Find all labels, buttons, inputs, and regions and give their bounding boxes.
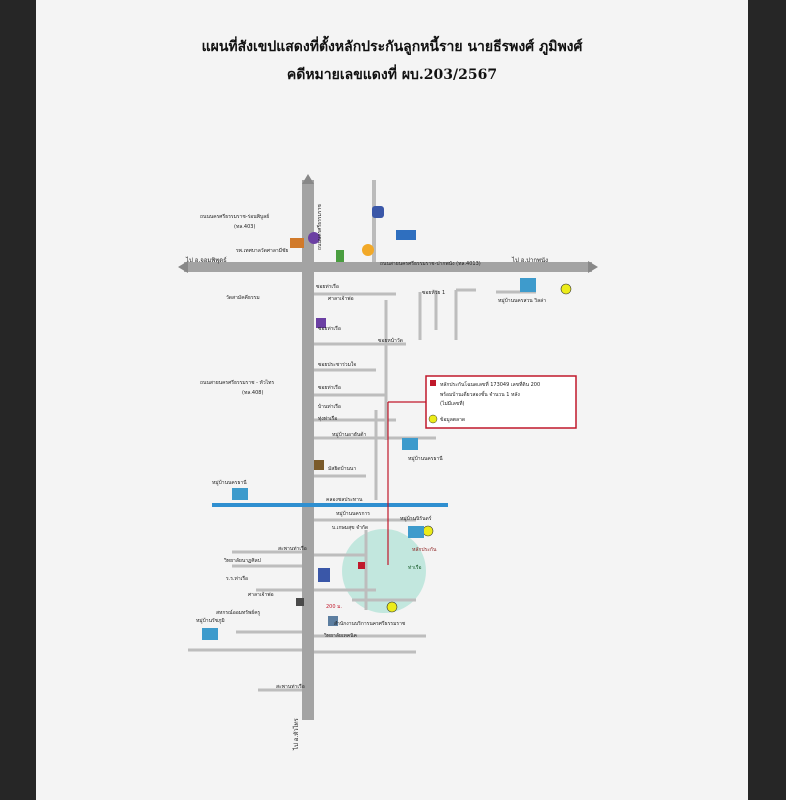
north-road bbox=[372, 180, 376, 262]
road-left-destination: ไป อ.จอมพิพุดธ์ bbox=[185, 256, 227, 264]
temple-icon bbox=[308, 232, 320, 244]
landmark-mosque: มัสยิดบ้านนา bbox=[328, 465, 356, 472]
place-lak: ร.ร.ท่าเรือ bbox=[226, 575, 248, 582]
road-top-label: ถนนนครศรีธรรมราช bbox=[316, 204, 323, 250]
legend-box bbox=[425, 375, 577, 429]
place-thung: ทุ่งท่าเรือ bbox=[318, 415, 337, 422]
side-streets bbox=[188, 288, 536, 692]
village-2-label: หมู่บ้านนครธานี bbox=[408, 455, 443, 462]
road-hua-sai-label: ถนนสายนครศรีธรรมราช - หัวไทร bbox=[200, 379, 274, 386]
right-dark-margin bbox=[748, 0, 786, 800]
village-icon bbox=[202, 628, 218, 640]
building-icon bbox=[318, 568, 330, 582]
arrow-left-icon bbox=[178, 261, 188, 273]
place-bridge-1: สะพานท่าเรือ bbox=[278, 545, 307, 552]
gas-station-icon bbox=[372, 206, 384, 218]
landmark-hospital: รพ.เทศบาลวัดศาลามีชัย bbox=[236, 247, 288, 254]
landmark-school: สำนักงานบริการนครศรีธรรมราช bbox=[334, 620, 406, 627]
arrow-right-icon bbox=[588, 261, 598, 273]
location-map: หลักประกันโฉนดเลขที่ 173049 เลขที่ดิน 20… bbox=[178, 174, 598, 751]
subject-marker bbox=[358, 562, 365, 569]
road-east-label: ถนนสายนครศรีธรรมราช-ปากพนัง (ทล.4013) bbox=[380, 260, 481, 267]
road-bottom-destination: ไป อ.หัวไทร bbox=[292, 717, 300, 751]
village-3-label: หมู่บ้านนครสวน วิลล่า bbox=[498, 297, 546, 304]
subject-sub-label: ท่าเรือ bbox=[408, 564, 422, 571]
village-7-label: หมู่บ้านอาฮันต้า bbox=[332, 431, 367, 438]
hospital-icon bbox=[290, 238, 304, 248]
case-number: คดีหมายเลขแดงที่ ผบ.203/2567 bbox=[286, 67, 498, 83]
soi-5: ซอยห้วย 1 bbox=[422, 289, 445, 296]
place-ban-tha: บ้านท่าเรือ bbox=[318, 403, 341, 410]
document-title: แผนที่สังเขปแสดงที่ตั้งหลักประกันลูกหนี้… bbox=[201, 39, 583, 55]
map-icons bbox=[202, 206, 536, 640]
place-bridge-2: สะพานท่าเรือ bbox=[276, 683, 305, 690]
school-icon bbox=[328, 616, 338, 626]
bank-icon bbox=[396, 230, 416, 240]
west-streets bbox=[232, 550, 302, 592]
road-hua-sai-code: (ทล.408) bbox=[242, 390, 263, 396]
soi-1: ซอยท่าเรือ bbox=[316, 283, 339, 290]
subject-label: หลักประกัน bbox=[412, 547, 437, 553]
village-icon bbox=[408, 526, 424, 538]
place-kasem: บ.เกษมสุข จำกัด bbox=[332, 525, 368, 531]
village-5-label: หมู่บ้านรัชภูมิ bbox=[196, 617, 225, 624]
road-northwest-code: (ทล.403) bbox=[234, 224, 255, 230]
market-marker-1 bbox=[386, 601, 398, 613]
legend-line-2: พร้อมบ้านเดี่ยวสองชั้น จำนวน 1 หลัง bbox=[440, 389, 520, 398]
mosque-icon bbox=[314, 460, 324, 470]
village-4-label: หมู่บ้านนิรันดร์ bbox=[400, 515, 432, 522]
store-icon bbox=[336, 250, 344, 262]
soi-2: ซอยท่าเรือ bbox=[318, 325, 341, 332]
legend-line-3: (ไม่มีเลขที่) bbox=[440, 400, 465, 407]
pin-icon bbox=[296, 598, 304, 606]
shell-icon bbox=[362, 244, 374, 256]
legend-line-1: หลักประกันโฉนดเลขที่ 173049 เลขที่ดิน 20… bbox=[440, 381, 540, 388]
place-watthai: วิทยาลัยเทคนิค bbox=[324, 632, 357, 639]
market-marker-3 bbox=[560, 283, 572, 295]
road-northwest-label: ถนนนครศรีธรรมราช-ร่อนพิบูลย์ bbox=[200, 213, 269, 220]
main-road-ns bbox=[302, 180, 314, 720]
place-cooperative: สหกรณ์ออมทรัพย์ครู bbox=[216, 609, 261, 616]
soi-6: ซอยท่าเรือ bbox=[318, 384, 341, 391]
arrow-up-icon bbox=[302, 174, 314, 184]
subject-legend-icon bbox=[430, 380, 436, 386]
soi-4: ซอยหน้าวัด bbox=[378, 337, 403, 344]
left-dark-margin bbox=[0, 0, 36, 800]
legend-line-4: ข้อมูลตลาด bbox=[440, 416, 465, 423]
village-icon bbox=[402, 438, 418, 450]
subject-area-highlight bbox=[342, 529, 426, 613]
village-icon bbox=[232, 488, 248, 500]
canal-line bbox=[212, 503, 448, 507]
village-icon bbox=[520, 278, 536, 292]
temple-icon bbox=[316, 318, 326, 328]
village-6-label: หมู่บ้านนครการ bbox=[336, 510, 370, 517]
landmark-temple: วัดสามัคคีธรรม bbox=[226, 294, 260, 301]
landmark-market: ศาลาเจ้าพ่อ bbox=[328, 295, 354, 302]
soi-3: ซอยประชาร่วมใจ bbox=[318, 361, 356, 368]
main-road-ew bbox=[184, 262, 592, 272]
village-1-label: หมู่บ้านนครธานี bbox=[212, 479, 247, 486]
place-vidya: วิทยาลัยนาฏศิลป bbox=[224, 557, 261, 564]
document-page: แผนที่สังเขปแสดงที่ตั้งหลักประกันลูกหนี้… bbox=[36, 0, 748, 800]
market-marker-2 bbox=[422, 525, 434, 537]
market-legend-icon bbox=[428, 414, 438, 424]
road-right-destination: ไป อ.ปากพนัง bbox=[511, 256, 548, 264]
place-distance: 200 ม. bbox=[326, 604, 342, 610]
place-pattalung: ศาลาเจ้าพ่อ bbox=[248, 591, 274, 598]
canal-label: คลองชลประทาน bbox=[326, 497, 363, 503]
